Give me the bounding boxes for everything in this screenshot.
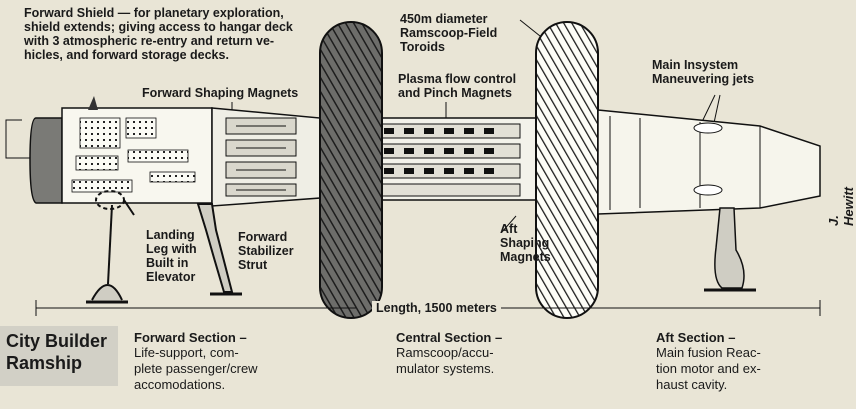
aft-shaping-label: Aft Shaping Magnets <box>500 222 551 264</box>
stabilizer-strut <box>196 203 242 296</box>
plasma-flow-label: Plasma flow control and Pinch Magnets <box>398 72 517 100</box>
aft-section-title: Aft Section – <box>656 330 736 345</box>
central-section-title: Central Section – <box>396 330 503 345</box>
forward-shield-label: Forward Shield — for planetary explorati… <box>24 6 293 62</box>
aft-section-hull <box>597 109 821 292</box>
artist-signature: J. Hewitt <box>826 187 856 226</box>
forward-section-body: Life-support, com- plete passenger/crew … <box>134 345 258 392</box>
forward-shaping-label: Forward Shaping Magnets <box>142 86 299 100</box>
aft-section-text: Aft Section – Main fusion Reac- tion mot… <box>656 330 761 393</box>
central-section-text: Central Section – Ramscoop/accu- mulator… <box>396 330 502 377</box>
length-dimension <box>35 300 821 316</box>
diagram-caption: City Builder Ramship <box>0 326 118 386</box>
forward-section-text: Forward Section – Life-support, com- ple… <box>134 330 258 393</box>
aft-section-body: Main fusion Reac- tion motor and ex- hau… <box>656 345 761 392</box>
toroids-label: 450m diameter Ramscoop-Field Toroids <box>400 12 498 54</box>
ramscoop-toroid-aft <box>535 21 599 319</box>
forward-section-hull <box>29 96 321 207</box>
length-label: Length, 1500 meters <box>372 301 501 315</box>
insystem-jets-label: Main Insystem Maneuvering jets <box>652 58 755 86</box>
ramscoop-toroid-forward <box>319 21 383 319</box>
central-section-body: Ramscoop/accu- mulator systems. <box>396 345 495 376</box>
central-section <box>359 117 541 201</box>
stabilizer-strut-label: Forward Stabilizer Strut <box>238 230 294 272</box>
landing-leg <box>86 190 135 304</box>
forward-section-title: Forward Section – <box>134 330 247 345</box>
landing-leg-label: Landing Leg with Built in Elevator <box>146 228 197 284</box>
